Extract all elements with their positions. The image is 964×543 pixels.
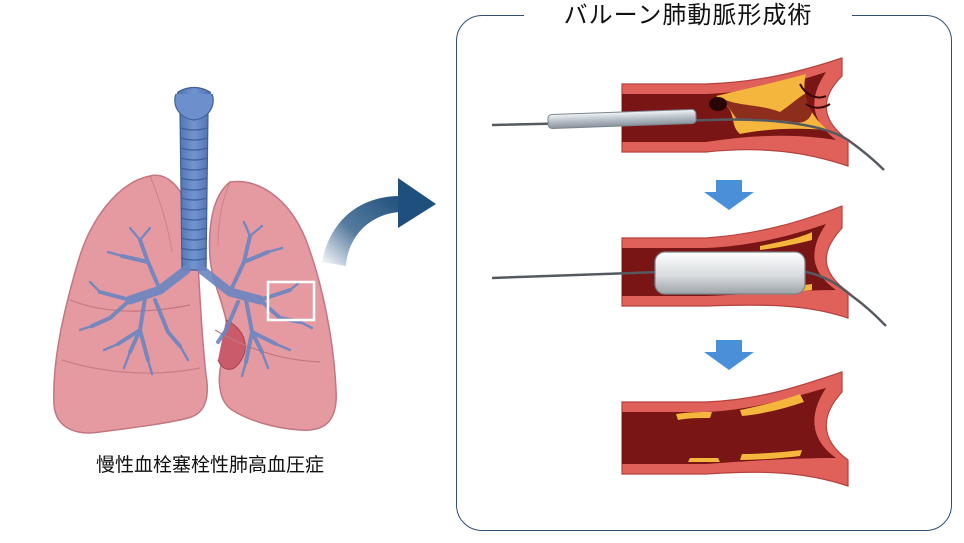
- lung-caption: 慢性血栓塞栓性肺高血圧症: [95, 454, 324, 476]
- left-lung: [208, 180, 337, 431]
- down-arrow-icon: [704, 180, 754, 210]
- highlight-box: [266, 280, 316, 322]
- bronchial-tree: [78, 220, 314, 378]
- down-arrow-icon-2: [704, 340, 754, 370]
- balloon: [654, 251, 806, 295]
- catheter: [547, 109, 697, 129]
- vessel-occluded: [491, 57, 885, 171]
- panel-title: バルーン肺動脈形成術: [524, 0, 852, 30]
- guide-wire-1: [491, 118, 885, 171]
- curved-arrow-icon: [322, 178, 436, 266]
- guide-wire-2: [491, 270, 887, 327]
- vessel-restored: [621, 371, 849, 487]
- lungs-illustration: [53, 86, 337, 434]
- vessel-balloon: [491, 205, 887, 327]
- procedure-panel-frame: [456, 15, 952, 531]
